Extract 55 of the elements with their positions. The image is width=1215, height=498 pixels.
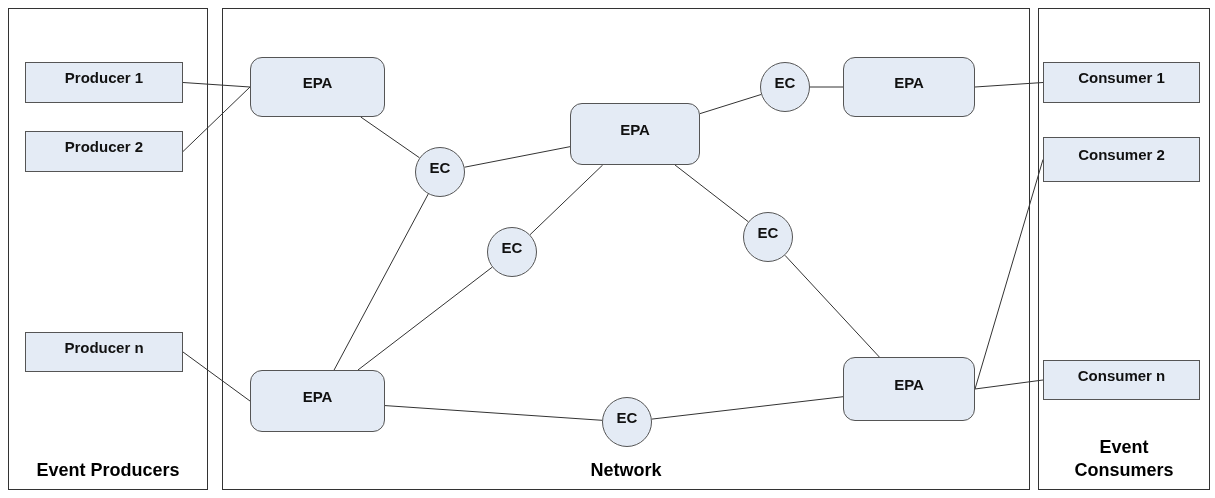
node-label: Consumer 2 — [1078, 146, 1165, 165]
agent-box — [570, 103, 700, 165]
node-label: EC — [429, 158, 451, 178]
node-label: Producer 2 — [64, 138, 144, 157]
component-box — [1043, 360, 1200, 400]
connector-line — [974, 82, 1044, 88]
group-panel — [1038, 8, 1210, 490]
agent-box — [250, 57, 385, 117]
connector-line — [529, 164, 604, 236]
agent-box — [843, 57, 975, 117]
channel-circle — [415, 147, 465, 197]
panel-heading: Event Producers — [36, 458, 180, 481]
node-label: EPA — [894, 375, 924, 395]
channel-circle — [602, 397, 652, 447]
node-label: Consumer 1 — [1078, 69, 1165, 88]
node-label: EC — [616, 408, 638, 428]
channel-circle — [760, 62, 810, 112]
node-label: EPA — [302, 73, 333, 93]
connector-line — [360, 116, 420, 159]
connector-line — [333, 193, 429, 371]
component-box — [25, 332, 183, 372]
component-box — [1043, 62, 1200, 103]
connector-line — [784, 254, 880, 358]
node-label: EPA — [302, 387, 333, 407]
node-label: EC — [757, 223, 779, 243]
node-label: Producer 1 — [64, 69, 144, 88]
group-panel — [8, 8, 208, 490]
node-label: Consumer n — [1077, 366, 1166, 386]
component-box — [1043, 137, 1200, 182]
connector-line — [182, 351, 251, 402]
connector-line — [809, 86, 844, 88]
node-label: Producer n — [64, 338, 144, 358]
channel-circle — [743, 212, 793, 262]
connector-line — [974, 379, 1044, 390]
group-panel — [222, 8, 1030, 490]
agent-box — [250, 370, 385, 432]
connector-line — [182, 82, 251, 88]
connector-line — [651, 396, 844, 420]
connector-line — [699, 93, 762, 115]
panel-heading: Event Consumers — [1073, 436, 1175, 481]
channel-circle — [487, 227, 537, 277]
panel-heading: Network — [590, 458, 662, 481]
agent-box — [843, 357, 975, 421]
connector-line — [357, 266, 493, 371]
connector-line — [674, 164, 749, 223]
connector-line — [182, 86, 251, 152]
node-label: EPA — [620, 120, 650, 140]
connector-line — [384, 405, 603, 421]
connector-line — [464, 146, 571, 168]
node-label: EPA — [894, 73, 924, 93]
component-box — [25, 62, 183, 103]
node-label: EC — [774, 73, 796, 93]
connector-line — [974, 159, 1044, 390]
component-box — [25, 131, 183, 172]
node-label: EC — [501, 238, 523, 258]
